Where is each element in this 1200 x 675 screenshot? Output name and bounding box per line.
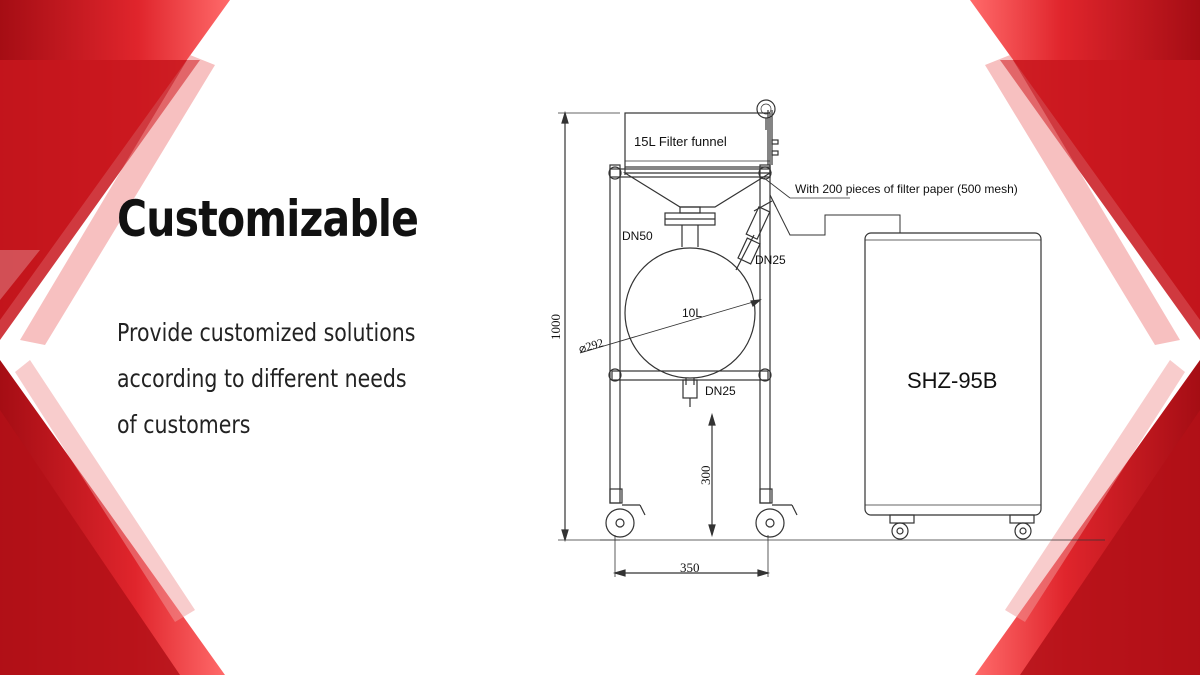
- pressure-gauge-icon: [756, 99, 779, 156]
- filter-funnel: 15L Filter funnel: [622, 112, 773, 208]
- height-dimension-bottom: 300: [698, 412, 716, 538]
- description-line: of customers: [117, 410, 251, 439]
- slide-heading: Customizable: [117, 190, 419, 248]
- width-dimension: 350: [612, 535, 771, 577]
- pump-caster-left: [889, 514, 915, 540]
- width-label: 350: [680, 560, 700, 575]
- filter-apparatus-diagram: 1000 15L Filter funnel DN5: [548, 99, 1105, 577]
- flange-top-label: DN50: [622, 229, 653, 243]
- height-total-label: 1000: [548, 314, 563, 340]
- height-dimension-total: 1000: [548, 110, 620, 543]
- stand-caster-left: [605, 488, 646, 538]
- diameter-label: ⌀292: [577, 335, 605, 355]
- bottom-valve-label: DN25: [705, 384, 736, 398]
- description-line: according to different needs: [117, 364, 407, 393]
- filter-paper-note: With 200 pieces of filter paper (500 mes…: [795, 182, 1018, 196]
- funnel-label: 15L Filter funnel: [634, 134, 727, 149]
- side-valve: DN25: [735, 194, 786, 271]
- height-bottom-label: 300: [698, 466, 713, 486]
- flange-dn50: DN50: [622, 206, 716, 247]
- pump-model-label: SHZ-95B: [907, 368, 997, 393]
- bottom-valve: DN25: [682, 378, 736, 407]
- pump-caster-right: [1009, 514, 1035, 540]
- vacuum-pump: SHZ-95B: [864, 232, 1042, 516]
- side-valve-label: DN25: [755, 253, 786, 267]
- vacuum-hose: With 200 pieces of filter paper (500 mes…: [763, 177, 1018, 236]
- receiving-flask: 10L ⌀292: [577, 247, 762, 379]
- flask-label: 10L: [682, 306, 702, 320]
- description-line: Provide customized solutions: [117, 318, 416, 347]
- slide-description: Provide customized solutions according t…: [117, 310, 461, 448]
- stand-caster-right: [755, 488, 798, 538]
